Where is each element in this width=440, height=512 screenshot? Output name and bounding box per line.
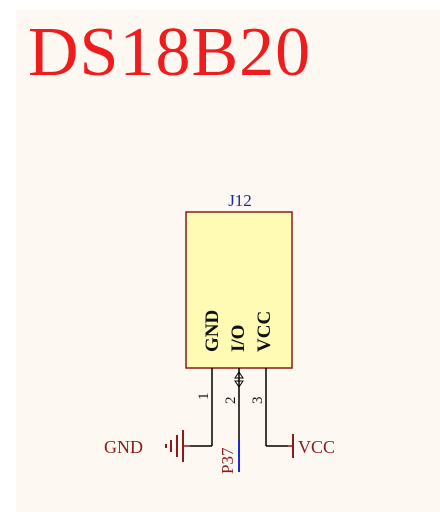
pin-number-3: 3: [250, 397, 266, 405]
gnd-net-label: GND: [104, 437, 143, 457]
signal-net-label: P37: [218, 447, 237, 474]
pin-name-io: I/O: [228, 325, 249, 352]
pin-name-gnd: GND: [202, 310, 223, 352]
pin-number-1: 1: [196, 393, 212, 401]
pin-name-vcc: VCC: [254, 311, 275, 352]
bidirectional-arrow-icon: [234, 371, 244, 388]
page-title: DS18B20: [28, 14, 312, 91]
vcc-symbol-icon: [288, 434, 294, 458]
component-designator: J12: [228, 191, 252, 210]
pin-number-2: 2: [223, 397, 239, 405]
vcc-net-label: VCC: [298, 437, 335, 457]
ground-symbol-icon: [165, 430, 190, 462]
